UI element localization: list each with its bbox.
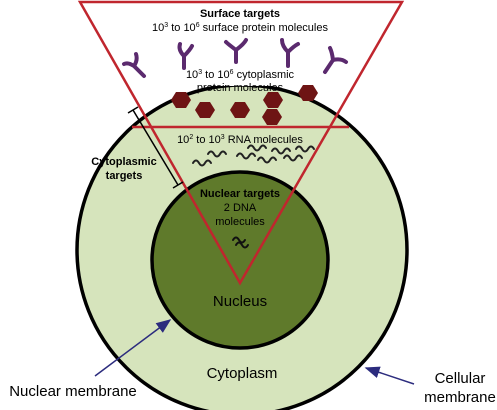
rna-squiggle-icon <box>271 147 291 155</box>
cytoplasmic-bracket <box>127 106 184 189</box>
nucleus <box>150 170 330 350</box>
cellular-membrane-arrow <box>364 366 415 385</box>
nuclear-targets-label: Nuclear targets <box>200 188 280 200</box>
cytoplasmic-protein-label: 103 to 106 cytoplasmic <box>186 69 295 81</box>
dna-squiggle-icon <box>232 236 246 244</box>
dna-molecules <box>232 236 249 249</box>
cytoplasmic-protein-label-2: protein molecules <box>197 82 284 94</box>
receptor-icon <box>224 38 248 64</box>
cytoplasmic-proteins <box>171 85 318 125</box>
rna-squiggle-icon <box>283 154 303 162</box>
receptor-icon <box>323 46 348 74</box>
rna-molecules <box>192 144 315 167</box>
protein-hexagon-icon <box>263 92 283 108</box>
dna-label-1: 2 DNA <box>224 202 257 214</box>
dna-squiggle-icon <box>235 241 249 249</box>
protein-hexagon-icon <box>195 102 215 118</box>
nuclear-membrane-label: Nuclear membrane <box>9 383 137 400</box>
cytoplasmic-targets-label-2: targets <box>106 170 143 182</box>
protein-hexagon-icon <box>230 102 250 118</box>
cellular-membrane-label: Cellular <box>435 370 486 387</box>
surface-targets-title: Surface targets <box>200 8 280 20</box>
dna-label-2: molecules <box>215 216 265 228</box>
rna-squiggle-icon <box>207 150 227 158</box>
receptor-icon <box>280 38 300 68</box>
receptor-icon <box>122 52 146 78</box>
nucleus-label: Nucleus <box>213 293 267 310</box>
rna-squiggle-icon <box>236 152 256 160</box>
receptor-icon <box>177 42 194 70</box>
rna-squiggle-icon <box>247 144 267 152</box>
rna-squiggle-icon <box>192 159 212 167</box>
cytoplasmic-targets-label: Cytoplasmic <box>91 156 156 168</box>
protein-hexagon-icon <box>171 92 191 108</box>
surface-targets-description: 103 to 106 surface protein molecules <box>152 22 328 34</box>
protein-hexagon-icon <box>262 109 282 125</box>
surface-receptors <box>122 38 348 78</box>
target-triangle <box>77 0 405 286</box>
rna-squiggle-icon <box>295 145 315 153</box>
rna-squiggle-icon <box>257 156 277 164</box>
cellular-membrane-label-2: membrane <box>424 389 496 406</box>
cytoplasm-label: Cytoplasm <box>207 365 278 382</box>
protein-hexagon-icon <box>298 85 318 101</box>
nuclear-membrane-arrow <box>94 319 172 377</box>
rna-label: 102 to 103 RNA molecules <box>177 134 303 146</box>
